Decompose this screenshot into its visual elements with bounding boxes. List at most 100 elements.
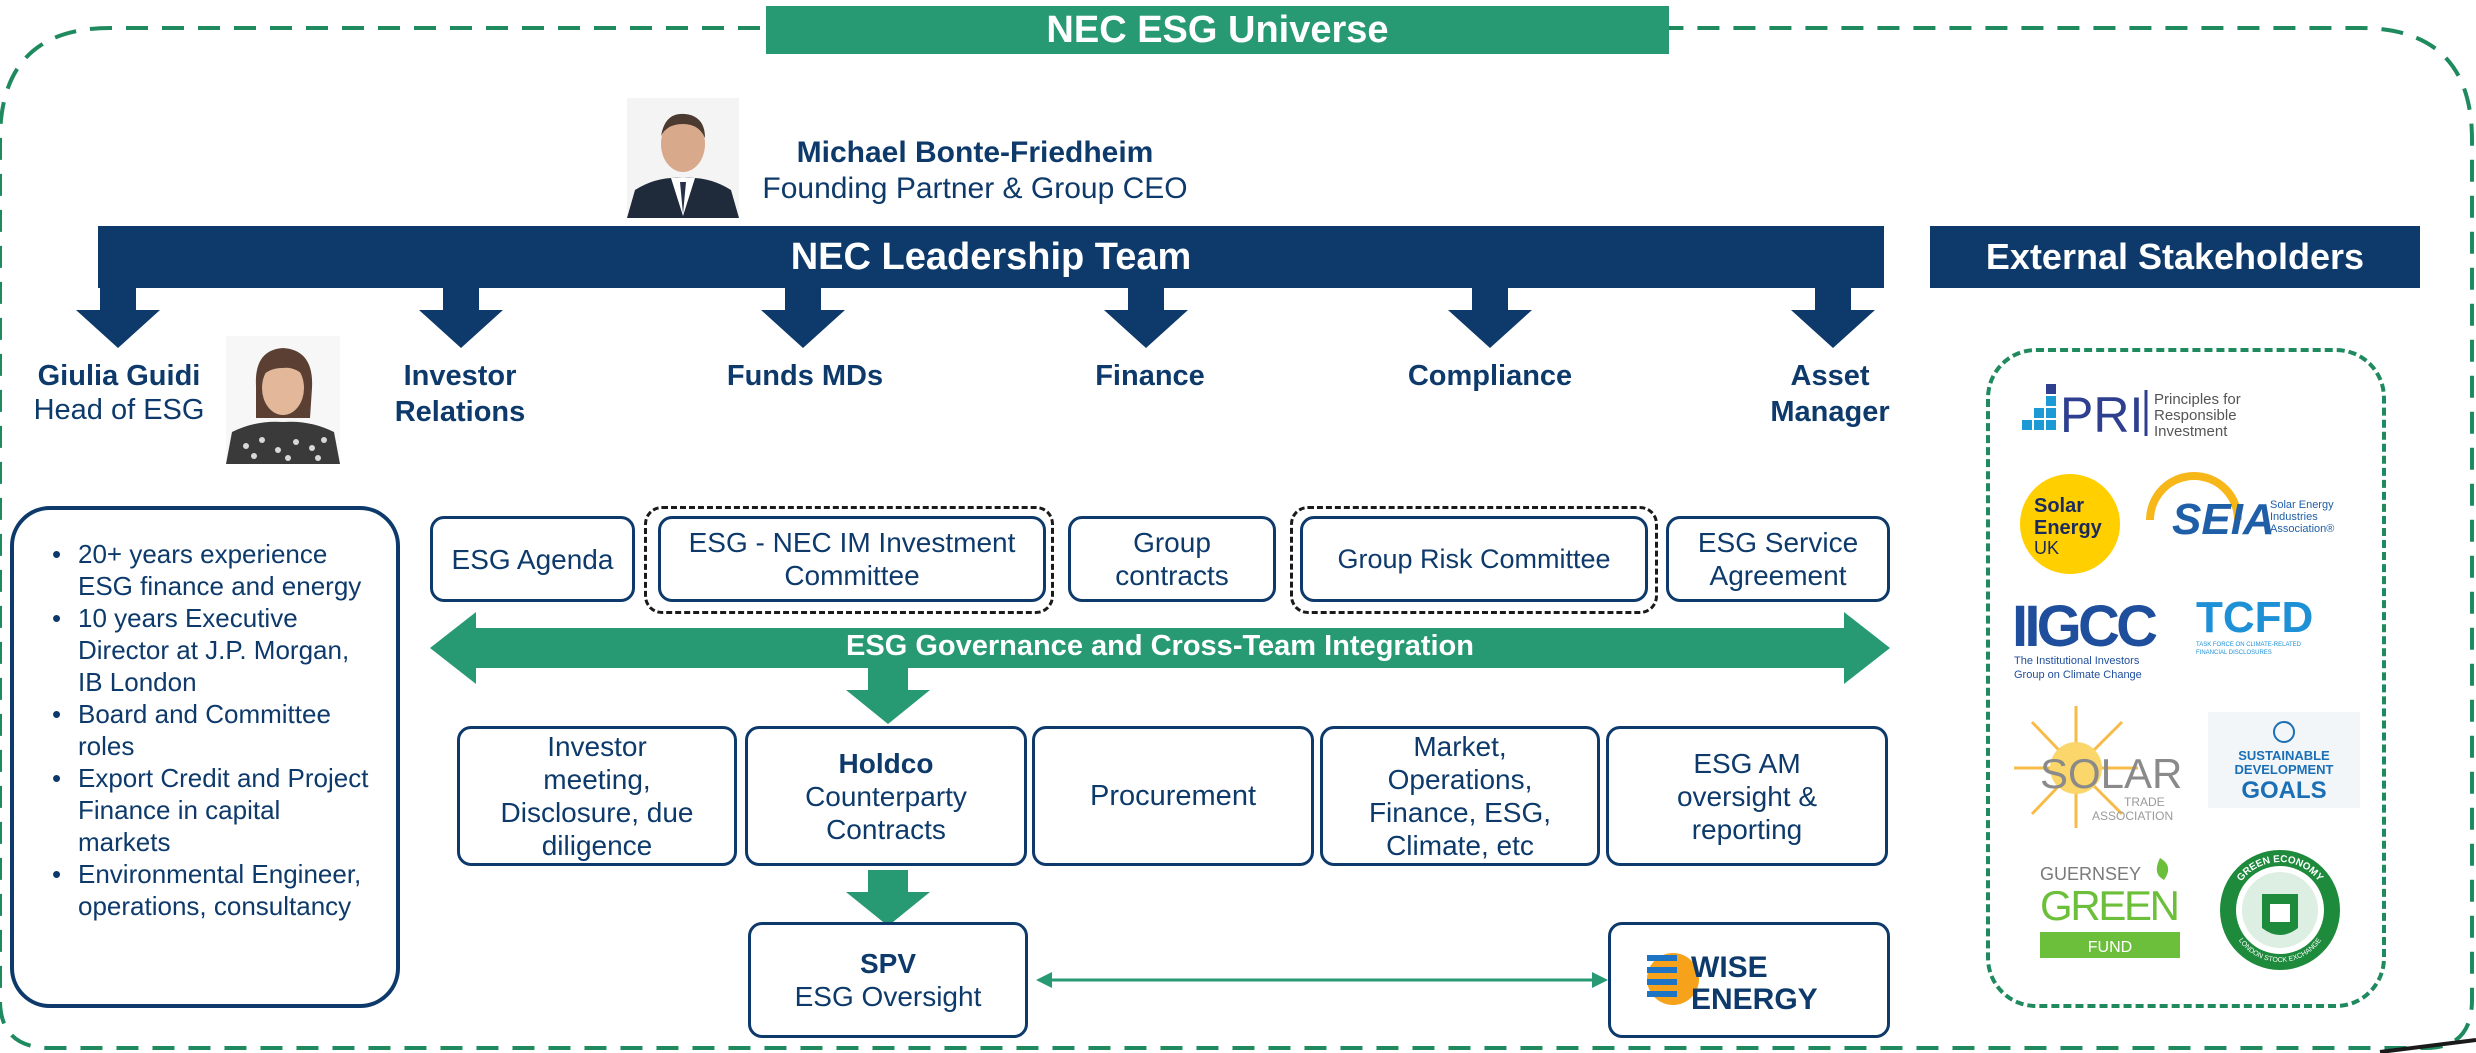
svg-text:ASSOCIATION: ASSOCIATION [2092,809,2173,823]
group-contracts-box: Group contracts [1068,516,1276,602]
spv-wise-connector [1036,972,1608,988]
holdco-title: Holdco [838,747,934,779]
sdg-logo: SUSTAINABLE DEVELOPMENT GOALS [2208,712,2360,808]
head-of-esg-photo [226,336,340,464]
svg-text:Industries: Industries [2270,511,2318,523]
contracts-line1: Group [1133,527,1211,558]
ceo-name: Michael Bonte-Friedheim [796,136,1154,169]
investor-l2: meeting, [543,764,651,795]
role-asset-manager: Asset Manager [1740,358,1920,430]
market-l3: Finance, ESG, [1368,797,1552,828]
holdco-l1: Counterparty [805,780,967,812]
ic-line2: Committee [784,560,920,591]
head-of-esg-title: Head of ESG [33,394,205,426]
spv-box: SPV ESG Oversight [748,922,1028,1038]
investor-l4: diligence [541,830,653,861]
bio-item: Board and Committee roles [48,698,376,762]
governance-label: ESG Governance and Cross-Team Integratio… [846,630,1474,662]
svg-text:FINANCIAL DISCLOSURES: FINANCIAL DISCLOSURES [2196,650,2272,656]
universe-title: NEC ESG Universe [766,6,1669,54]
am-oversight-box: ESG AM oversight & reporting [1606,726,1888,866]
svg-text:GOALS: GOALS [2241,777,2326,804]
ic-line1: ESG - NEC IM Investment [688,527,1016,558]
market-box: Market, Operations, Finance, ESG, Climat… [1320,726,1600,866]
tcfd-logo: TCFD TASK FORCE ON CLIMATE-RELATED FINAN… [2196,586,2346,656]
leadership-arrows [76,280,1875,348]
procurement-box: Procurement [1032,726,1314,866]
esg-agenda-box: ESG Agenda [430,516,635,602]
service-agreement-box: ESG Service Agreement [1666,516,1890,602]
svg-text:SEIA: SEIA [2172,495,2275,544]
bio-list: 20+ years experience ESG finance and ene… [48,538,376,922]
role-compliance: Compliance [1407,360,1573,392]
svg-text:UK: UK [2034,538,2059,558]
stakeholders-panel [1986,348,2386,1008]
external-stakeholders-bar: External Stakeholders [1930,226,2420,288]
svg-text:Group on Climate Change: Group on Climate Change [2014,669,2142,681]
svg-text:Solar: Solar [2034,495,2084,517]
solar-trade-association-logo: SOLAR TRADE ASSOCIATION [2012,702,2202,832]
wise-energy-logo: WISE ENERGY [1647,951,1818,1016]
bio-item: 20+ years experience ESG finance and ene… [48,538,376,602]
risk-committee-box: Group Risk Committee [1300,516,1648,602]
holdco-l2: Contracts [826,813,946,845]
svg-text:GREEN: GREEN [2040,882,2180,929]
svg-text:Association®: Association® [2270,523,2334,535]
external-stakeholders-title: External Stakeholders [1985,236,2365,277]
svg-text:FUND: FUND [2088,939,2132,956]
arrow-down-icon [1448,280,1532,348]
svg-text:ENERGY: ENERGY [1691,983,1818,1016]
spv-subtitle: ESG Oversight [794,981,982,1012]
solar-energy-uk-logo: Solar Energy UK [2018,472,2122,576]
svg-text:Energy: Energy [2034,517,2103,539]
market-l2: Operations, [1387,764,1533,795]
role-ir-line2: Relations [394,396,526,428]
role-investor-relations: Investor Relations [350,358,570,430]
iigcc-logo: IIGCC The Institutional Investors Group … [2012,588,2162,684]
market-l1: Market, [1413,731,1507,762]
lse-green-economy-logo: GREEN ECONOMY LONDON STOCK EXCHANGE [2218,848,2342,972]
am-l2: oversight & [1676,780,1818,812]
svg-text:TCFD: TCFD [2196,593,2313,642]
investor-l3: Disclosure, due [500,797,694,828]
ceo-photo [627,98,739,218]
svg-text:TASK FORCE ON CLIMATE-RELATED: TASK FORCE ON CLIMATE-RELATED [2196,642,2302,648]
arrow-down-icon [1104,280,1188,348]
svg-text:Investment: Investment [2154,423,2228,440]
holdco-box: Holdco Counterparty Contracts [745,726,1027,866]
svg-text:SUSTAINABLE: SUSTAINABLE [2238,748,2330,763]
leadership-team-bar: NEC Leadership Team [98,226,1884,288]
service-line1: ESG Service [1697,527,1859,558]
investment-committee-box: ESG - NEC IM Investment Committee [658,516,1046,602]
investment-committee-outline [644,506,1054,614]
spv-title: SPV [859,948,917,979]
seia-logo: SEIA Solar Energy Industries Association… [2142,468,2352,558]
pri-logo: PRI Principles for Responsible Investmen… [2022,380,2322,450]
svg-text:Solar Energy: Solar Energy [2270,499,2334,511]
contracts-line2: contracts [1115,560,1229,591]
bio-item: Export Credit and Project Finance in cap… [48,762,376,858]
role-am-line1: Asset [1790,360,1870,392]
role-funds-mds: Funds MDs [726,360,884,392]
arrow-down-icon [419,280,503,348]
head-of-esg-name: Giulia Guidi [37,360,201,392]
governance-arrow [430,612,1890,684]
role-am-line2: Manager [1770,396,1890,428]
svg-text:PRI: PRI [2060,387,2143,443]
investor-meeting-box: Investor meeting, Disclosure, due dilige… [457,726,737,866]
role-finance: Finance [1095,360,1205,392]
am-l3: reporting [1691,813,1803,845]
wise-energy-box: WISE ENERGY [1608,922,1890,1038]
svg-text:WISE: WISE [1691,951,1768,984]
bio-item: Environmental Engineer, operations, cons… [48,858,376,922]
market-l4: Climate, etc [1386,830,1534,861]
svg-text:The Institutional Investors: The Institutional Investors [2014,655,2140,667]
svg-text:IIGCC: IIGCC [2012,594,2158,659]
svg-text:SOLAR: SOLAR [2040,750,2182,797]
arrow-down-icon [846,668,930,724]
leadership-team-title: NEC Leadership Team [790,235,1192,278]
svg-text:Principles for: Principles for [2154,391,2241,408]
ceo-title: Founding Partner & Group CEO [762,172,1188,205]
arrow-down-icon [761,280,845,348]
